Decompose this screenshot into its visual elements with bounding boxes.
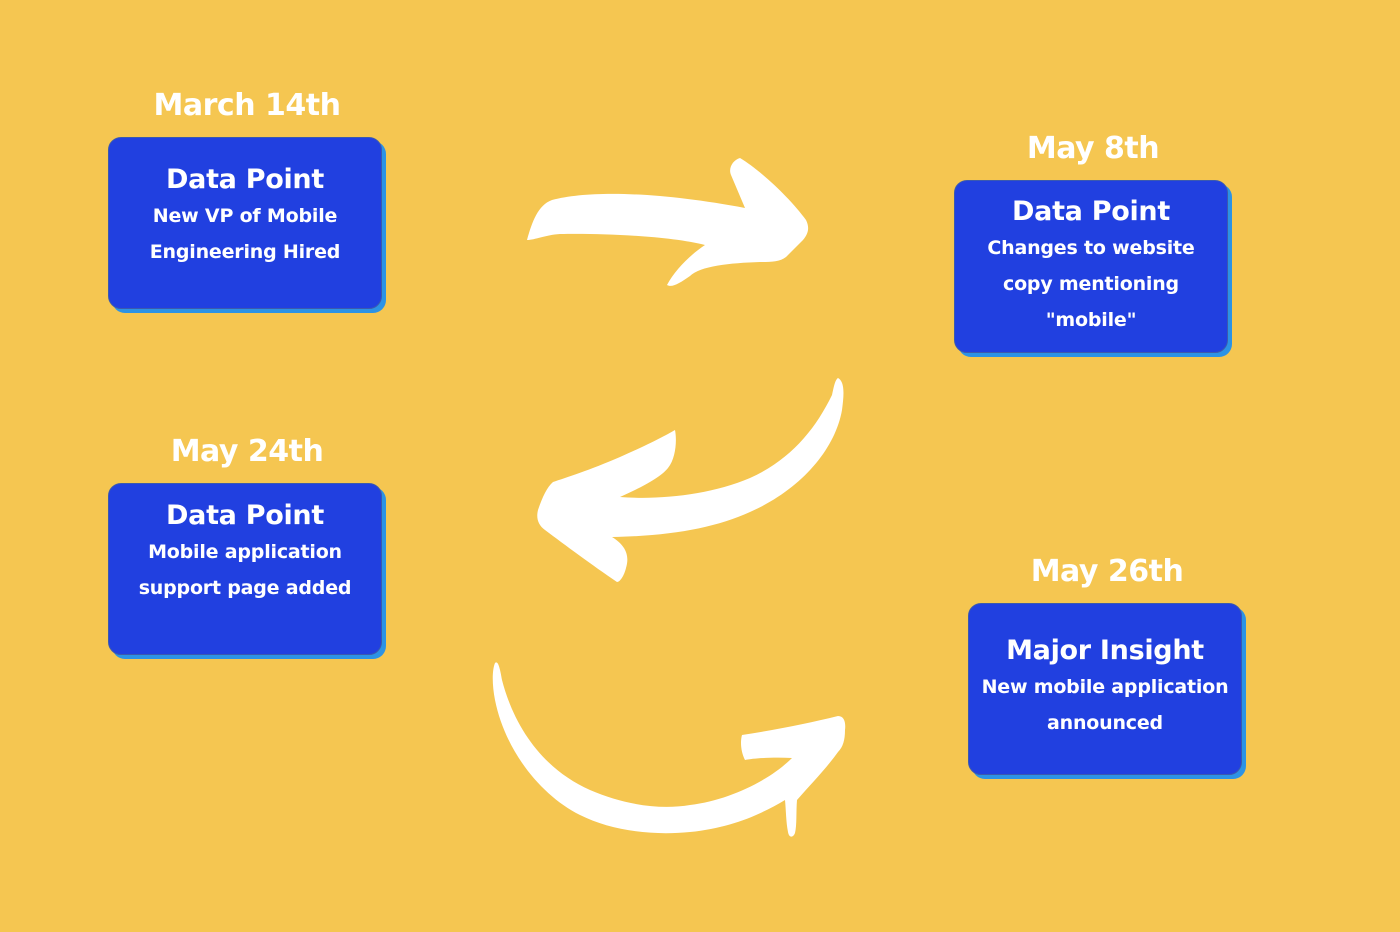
curved-arrow-right-icon [527,158,809,286]
curved-arrow-left-icon [537,378,844,582]
timeline-card-step-4: Major Insight New mobile application ann… [968,603,1242,775]
date-label-step-2: May 8th [1026,131,1160,166]
timeline-card-step-1: Data Point New VP of Mobile Engineering … [108,137,382,309]
date-label-step-3: May 24th [170,434,324,469]
card-description: Mobile application support page added [138,541,352,599]
curved-arrow-up-right-icon [492,662,846,837]
card-description: New mobile application announced [981,676,1229,734]
timeline-card-step-2: Data Point Changes to website copy menti… [954,180,1228,353]
card-title: Data Point [166,500,324,531]
card-description: Changes to website copy mentioning "mobi… [987,237,1195,331]
card-title: Major Insight [1006,635,1204,666]
card-title: Data Point [166,164,324,195]
date-label-step-4: May 26th [1030,554,1184,589]
card-description: New VP of Mobile Engineering Hired [149,205,341,263]
date-label-step-1: March 14th [153,88,341,123]
timeline-card-step-3: Data Point Mobile application support pa… [108,483,382,655]
card-title: Data Point [1012,196,1170,227]
